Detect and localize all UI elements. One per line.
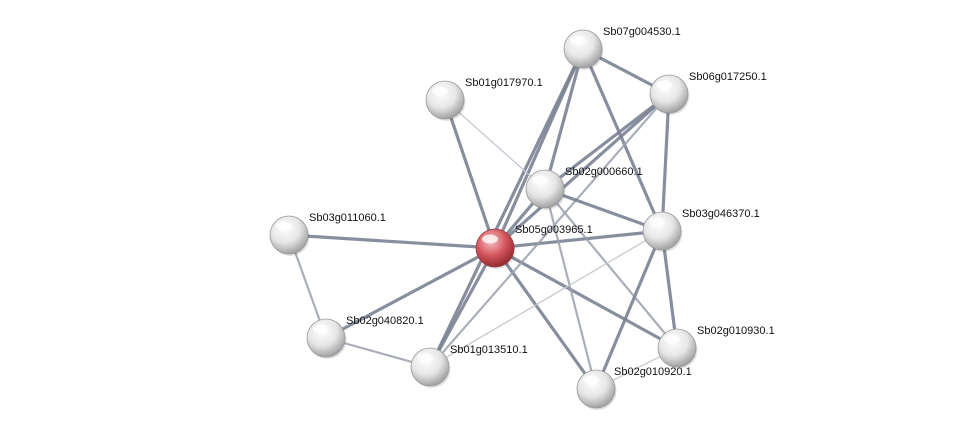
node-sphere[interactable] (576, 369, 616, 409)
edge-n0-n10[interactable] (493, 246, 598, 391)
protein-node[interactable]: Sb01g013510.1 (410, 344, 528, 388)
node-sphere[interactable] (649, 74, 689, 114)
edge-n4-n9[interactable] (543, 187, 679, 350)
edge-n0-n3[interactable] (443, 98, 497, 250)
query-node[interactable]: Sb05g003965.1 (475, 224, 593, 269)
node-highlight (656, 80, 672, 90)
edge-n5-n10[interactable] (594, 229, 664, 391)
node-highlight (313, 324, 329, 334)
protein-node[interactable]: Sb02g040820.1 (306, 315, 424, 359)
query-node-sphere[interactable] (475, 228, 515, 268)
protein-node[interactable]: Sb02g010930.1 (657, 325, 775, 369)
edge-n1-n5[interactable] (581, 47, 664, 233)
node-label: Sb03g011060.1 (309, 212, 386, 224)
node-highlight (417, 353, 433, 363)
protein-node[interactable]: Sb07g004530.1 (563, 26, 681, 70)
node-sphere[interactable] (269, 215, 309, 255)
node-sphere[interactable] (657, 328, 697, 368)
node-label: Sb01g017970.1 (465, 77, 543, 89)
node-highlight (583, 375, 599, 385)
node-label: Sb01g013510.1 (450, 344, 528, 356)
node-highlight (570, 35, 586, 45)
edge-n0-n6[interactable] (287, 233, 497, 250)
node-label: Sb06g017250.1 (689, 71, 767, 83)
node-sphere[interactable] (425, 80, 465, 120)
node-layer: Sb05g003965.1 Sb07g004530.1Sb06g017250.1S… (269, 26, 775, 410)
edge-n4-n10[interactable] (543, 187, 598, 391)
edge-layer (287, 47, 679, 391)
edge-n3-n4[interactable] (444, 99, 546, 190)
node-label: Sb03g046370.1 (682, 208, 760, 220)
node-label: Sb02g000660.1 (565, 166, 643, 178)
node-sphere[interactable] (563, 29, 603, 69)
edge-n0-n5[interactable] (493, 229, 664, 250)
node-sphere[interactable] (642, 211, 682, 251)
edge-n1-n4[interactable] (543, 47, 585, 191)
node-highlight (432, 86, 448, 96)
node-label: Sb07g004530.1 (603, 26, 681, 38)
edge-n5-n8[interactable] (429, 230, 663, 368)
node-label: Sb05g003965.1 (515, 224, 593, 236)
node-sphere[interactable] (306, 318, 346, 358)
node-label: Sb02g010920.1 (614, 366, 692, 378)
node-label: Sb02g040820.1 (346, 315, 424, 327)
edge-n2-n8[interactable] (428, 92, 671, 369)
edge-n2-n5[interactable] (660, 92, 671, 233)
edge-n0-n2[interactable] (493, 92, 671, 250)
node-highlight (276, 221, 292, 231)
edge-n5-n9[interactable] (660, 229, 679, 350)
edge-n4-n5[interactable] (543, 187, 664, 233)
node-highlight (664, 334, 680, 344)
protein-node[interactable]: Sb01g017970.1 (425, 77, 543, 121)
node-sphere[interactable] (410, 347, 450, 387)
protein-node[interactable]: Sb02g000660.1 (525, 166, 643, 210)
protein-node[interactable]: Sb06g017250.1 (649, 71, 767, 115)
node-highlight (649, 217, 665, 227)
protein-node[interactable]: Sb03g046370.1 (642, 208, 760, 252)
edge-n1-n8[interactable] (428, 47, 585, 369)
protein-node[interactable]: Sb02g010920.1 (576, 366, 692, 410)
edge-n0-n7[interactable] (324, 246, 497, 340)
node-highlight (532, 175, 548, 185)
node-sphere[interactable] (525, 169, 565, 209)
edge-n2-n4[interactable] (543, 92, 671, 191)
edge-n0-n9[interactable] (493, 246, 679, 350)
protein-node[interactable]: Sb03g011060.1 (269, 212, 386, 256)
node-label: Sb02g010930.1 (697, 325, 775, 337)
node-highlight (482, 234, 498, 244)
